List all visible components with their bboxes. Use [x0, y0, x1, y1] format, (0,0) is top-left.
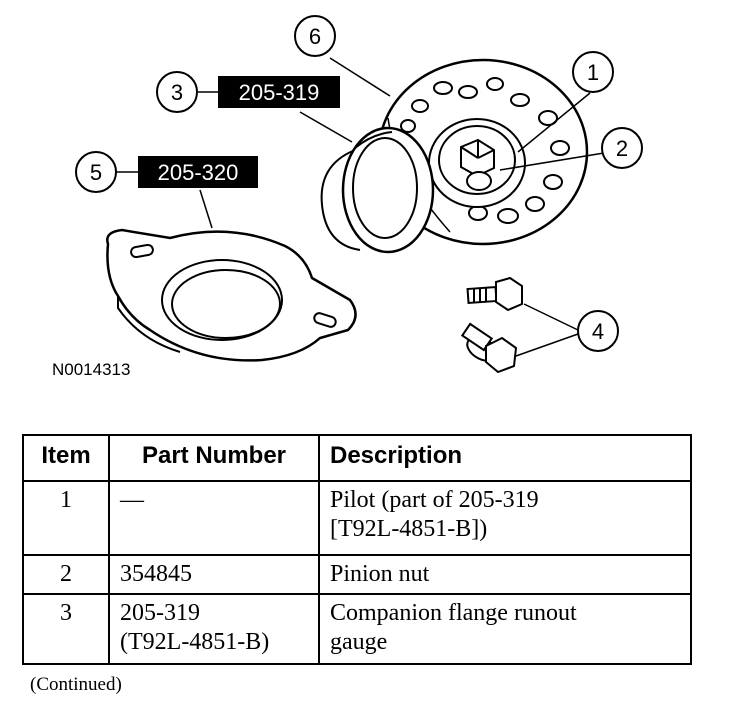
table-row: 2 354845 Pinion nut [22, 554, 692, 595]
tool-label-205-319: 205-319 [239, 80, 320, 105]
callout-circle-5 [75, 151, 117, 193]
callout-2: 2 [616, 136, 628, 161]
header-description: Description [318, 434, 692, 482]
callout-3: 3 [171, 80, 183, 105]
header-part-number: Part Number [108, 434, 320, 482]
cell-item: 3 [22, 593, 110, 665]
callout-circle-4 [577, 310, 619, 352]
cell-part-number: 205-319 (T92L-4851-B) [108, 593, 320, 665]
cell-item: 1 [22, 480, 110, 556]
bolts [460, 276, 523, 374]
cell-description: Companion flange runout gauge [318, 593, 692, 665]
callout-4: 4 [592, 319, 604, 344]
figure-id: N0014313 [52, 360, 130, 379]
parts-table: Item Part Number Description 1 — Pilot (… [22, 434, 692, 665]
runout-gauge [320, 126, 435, 254]
callout-circle-1 [572, 51, 614, 93]
callout-circle-2 [601, 127, 643, 169]
callout-6: 6 [309, 24, 321, 49]
header-item: Item [22, 434, 110, 482]
cell-part-number: — [108, 480, 320, 556]
tool-label-box-205-320 [138, 156, 258, 188]
callout-circle-6 [294, 15, 336, 57]
callout-circle-3 [156, 71, 198, 113]
tool-label-205-320: 205-320 [158, 160, 239, 185]
cell-description: Pinion nut [318, 554, 692, 595]
cell-description: Pilot (part of 205-319 [T92L-4851-B]) [318, 480, 692, 556]
cell-part-number: 354845 [108, 554, 320, 595]
table-row: 1 — Pilot (part of 205-319 [T92L-4851-B]… [22, 480, 692, 556]
continued-note: (Continued) [30, 674, 122, 695]
callout-5: 5 [90, 160, 102, 185]
table-row: 3 205-319 (T92L-4851-B) Companion flange… [22, 593, 692, 665]
mounting-plate [106, 228, 357, 362]
exploded-diagram: 205-319 205-320 6 1 2 3 5 4 N0014313 [52, 15, 643, 379]
cell-item: 2 [22, 554, 110, 595]
callout-1: 1 [587, 60, 599, 85]
tool-label-box-205-319 [218, 76, 340, 108]
table-header-row: Item Part Number Description [22, 434, 692, 482]
leader-lines [116, 57, 605, 357]
